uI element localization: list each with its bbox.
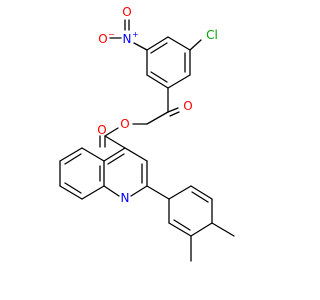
- bond: [64, 182, 82, 194]
- quinoline-nitrogen-label: N: [121, 191, 130, 205]
- bond: [59, 185, 83, 200]
- nitro-minus-charge: −: [108, 30, 115, 39]
- ester-oxygen-label: O: [120, 117, 129, 131]
- bond: [150, 71, 168, 83]
- bond: [130, 185, 148, 197]
- nitro-oxygen-double-label: O: [122, 5, 131, 19]
- quinoline-aryl-bond: [146, 185, 170, 200]
- bond: [190, 222, 213, 237]
- bond: [81, 147, 105, 162]
- ketone-double-bond-a: [167, 107, 179, 113]
- ketone-oxygen-label: O: [183, 99, 192, 113]
- bond: [190, 185, 213, 200]
- bond: [64, 153, 82, 165]
- bond: [167, 36, 191, 51]
- ester-carbonyl-oxygen-label: O: [97, 123, 106, 137]
- carbonyl-ch2-bond: [146, 111, 169, 125]
- bond: [103, 185, 120, 197]
- bond: [191, 191, 209, 203]
- bond: [146, 36, 169, 51]
- chloronitrophenyl-ring: [146, 36, 191, 89]
- chlorine-label: Cl: [206, 28, 218, 42]
- o-carboxyl-bond: [104, 127, 119, 137]
- bond: [59, 147, 83, 162]
- nitro-nitrogen-label: N: [123, 32, 132, 46]
- methyl-bond-para: [211, 222, 235, 237]
- c-n-bond: [133, 42, 148, 51]
- nitro-oxygen-minus-label: O: [98, 32, 107, 46]
- bond: [168, 185, 192, 200]
- structure-diagram: Cl N + O − O O O O N: [59, 5, 235, 262]
- c-cl-bond: [189, 39, 202, 51]
- bond: [168, 222, 192, 237]
- bond: [81, 185, 105, 200]
- quinoline-pyridine-ring: [103, 147, 148, 197]
- bond: [124, 147, 148, 162]
- bond: [173, 219, 191, 231]
- ketone-double-bond-b: [169, 111, 180, 117]
- dimethylphenyl-ring: [168, 185, 213, 237]
- carboxyl-quinoline-bond: [104, 135, 126, 149]
- quinoline-benzo-ring: [59, 147, 105, 200]
- bond: [167, 74, 191, 89]
- molecule-svg: Cl N + O − O O O O N: [59, 5, 235, 262]
- bond: [107, 153, 125, 165]
- bond: [103, 147, 126, 162]
- bond: [150, 42, 168, 54]
- nitro-plus-charge: +: [132, 30, 139, 39]
- bond: [146, 74, 169, 89]
